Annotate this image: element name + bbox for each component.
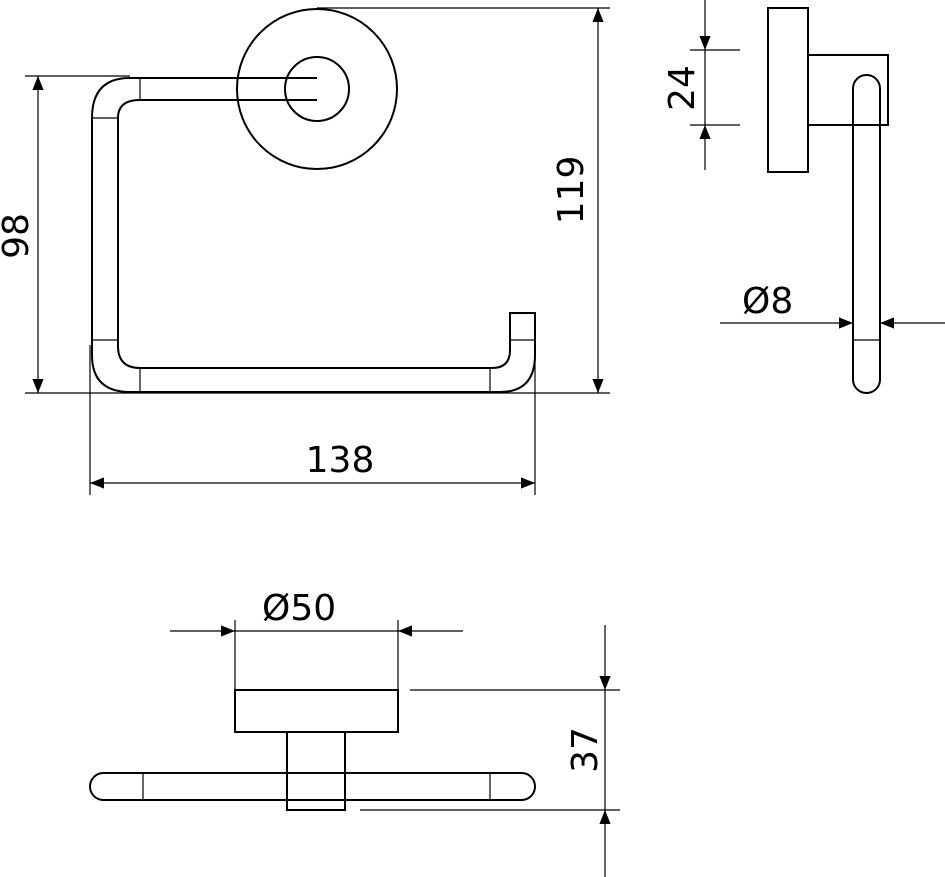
front-view: 98 119 138 <box>0 7 610 495</box>
plate-top <box>234 689 399 733</box>
stem <box>286 731 346 811</box>
dim-37: 37 <box>565 727 606 773</box>
arm-block <box>807 54 889 126</box>
top-view: Ø50 37 <box>89 588 620 877</box>
side-view: 24 Ø8 <box>662 0 945 394</box>
holder-arm <box>91 77 536 393</box>
dim-rod-diameter: Ø8 <box>742 281 793 322</box>
dim-24: 24 <box>662 65 703 111</box>
rosette-outline <box>236 8 398 170</box>
wall-plate <box>767 7 809 173</box>
rosette-center <box>284 56 350 122</box>
dim-138: 138 <box>306 440 375 481</box>
dim-plate-diameter: Ø50 <box>262 588 336 629</box>
rod <box>852 74 881 394</box>
dim-119: 119 <box>551 156 592 225</box>
bar-top <box>89 772 536 801</box>
dim-98: 98 <box>0 213 37 259</box>
